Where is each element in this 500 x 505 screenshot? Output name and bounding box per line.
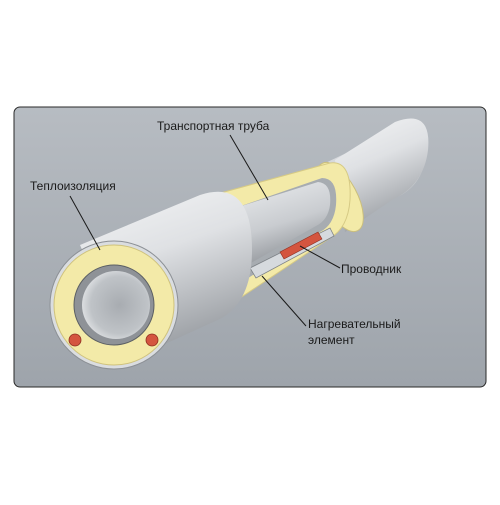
- label-heating-line2: элемент: [308, 333, 355, 347]
- label-insulation: Теплоизоляция: [30, 179, 116, 193]
- label-conductor: Проводник: [341, 262, 402, 276]
- leader-heating-element: [261, 275, 307, 327]
- label-transport-pipe: Транспортная труба: [157, 119, 270, 133]
- label-heating-line1: Нагревательный: [308, 317, 401, 331]
- transport-pipe-bore: [82, 271, 150, 339]
- leader-insulation: [69, 195, 101, 251]
- leader-conductor: [299, 245, 341, 269]
- leader-transport-pipe: [229, 134, 269, 201]
- conductor: [279, 231, 323, 260]
- conductor-dot-left: [68, 333, 82, 347]
- conductor-dot-right: [145, 333, 159, 347]
